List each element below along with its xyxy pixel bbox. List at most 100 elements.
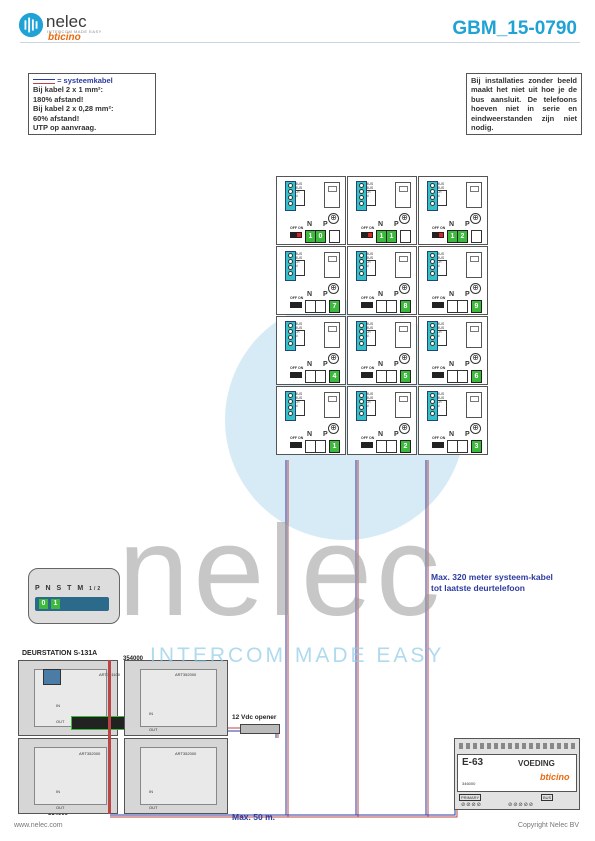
p-digit: 2	[457, 230, 468, 243]
keypad-label: S	[56, 585, 64, 592]
bus-terminal-icon	[427, 181, 438, 211]
station-title: DEURSTATION S-131A	[22, 650, 98, 657]
handset-icon	[466, 392, 482, 418]
termination-switch[interactable]	[361, 302, 373, 308]
termination-switch[interactable]	[432, 302, 444, 308]
door-station-module-3: ART352000 IN OUT	[18, 738, 118, 814]
ground-icon: ⊕	[399, 423, 410, 434]
out-label: OUT	[149, 805, 158, 810]
p-label: P	[465, 221, 470, 228]
empty-slot	[315, 440, 326, 453]
psu-title: VOEDING	[518, 759, 555, 768]
p-label: P	[465, 361, 470, 368]
handset-icon	[324, 392, 340, 418]
bus-terminal-icon	[356, 321, 367, 351]
p-digit: 7	[329, 300, 340, 313]
p-digit: 5	[400, 370, 411, 383]
termination-switch[interactable]	[361, 442, 373, 448]
handset-icon	[395, 392, 411, 418]
document-code: GBM_15-0790	[452, 18, 577, 39]
handset-icon	[466, 182, 482, 208]
jumper-icon	[296, 190, 305, 206]
ground-icon: ⊕	[399, 283, 410, 294]
termination-switch[interactable]	[290, 372, 302, 378]
np-block: N P 6	[443, 361, 485, 383]
p-label: P	[323, 291, 328, 298]
out-label: OUT	[149, 727, 158, 732]
switch-label: OFF ON	[361, 366, 375, 370]
switch-label: OFF ON	[432, 296, 446, 300]
switch-label: OFF ON	[290, 296, 304, 300]
module-label: ART352000	[175, 672, 197, 677]
termination-switch[interactable]	[361, 232, 373, 238]
n-label: N	[378, 221, 384, 228]
handset-icon	[395, 252, 411, 278]
ground-icon: ⊕	[328, 353, 339, 364]
empty-slot	[315, 300, 326, 313]
switch-label: OFF ON	[290, 366, 304, 370]
ground-icon: ⊕	[328, 283, 339, 294]
termination-switch[interactable]	[361, 372, 373, 378]
bus-terminal-icon	[427, 321, 438, 351]
termination-switch[interactable]	[290, 302, 302, 308]
max-320-label: Max. 320 meter systeem-kabel tot laatste…	[431, 572, 553, 593]
keypad-label: M	[77, 585, 86, 592]
door-station-module-2: ART352000 IN OUT	[124, 660, 228, 736]
ground-icon: ⊕	[328, 213, 339, 224]
jumper-icon	[367, 190, 376, 206]
np-block: N P 8	[372, 291, 414, 313]
n-label: N	[449, 221, 455, 228]
switch-label: OFF ON	[361, 436, 375, 440]
door-opener-icon	[240, 724, 280, 734]
camera-icon	[43, 669, 61, 685]
logo-brand: bticino	[48, 32, 81, 43]
jumper-icon	[438, 190, 447, 206]
out-label: OUT	[56, 719, 65, 724]
keypad-label: T	[67, 585, 74, 592]
in-label: IN	[56, 789, 60, 794]
bus-terminal-icon	[285, 251, 296, 281]
psu-bus-label: BUS	[541, 794, 554, 801]
p-digit: 3	[471, 440, 482, 453]
nelec-logo-icon	[18, 12, 44, 38]
np-block: N P 7	[301, 291, 343, 313]
logo-word: nelec	[46, 12, 87, 31]
empty-slot	[329, 230, 340, 243]
n-label: N	[307, 221, 313, 228]
cable-note-line: 60% afstand!	[33, 113, 80, 123]
termination-switch[interactable]	[432, 232, 444, 238]
termination-switch[interactable]	[432, 372, 444, 378]
header-divider	[20, 42, 580, 43]
bus-terminal-icon	[427, 251, 438, 281]
empty-slot	[400, 230, 411, 243]
np-block: N P 1 1	[372, 221, 414, 243]
jumper-icon	[438, 260, 447, 276]
door-station-module-1: ART351100 IN OUT	[18, 660, 131, 736]
termination-switch[interactable]	[432, 442, 444, 448]
termination-switch[interactable]	[290, 442, 302, 448]
np-block: N P 1 0	[301, 221, 343, 243]
p-label: P	[394, 221, 399, 228]
n-label: N	[307, 291, 313, 298]
termination-switch[interactable]	[290, 232, 302, 238]
footer-website[interactable]: www.nelec.com	[14, 822, 63, 829]
p-digit: 9	[471, 300, 482, 313]
